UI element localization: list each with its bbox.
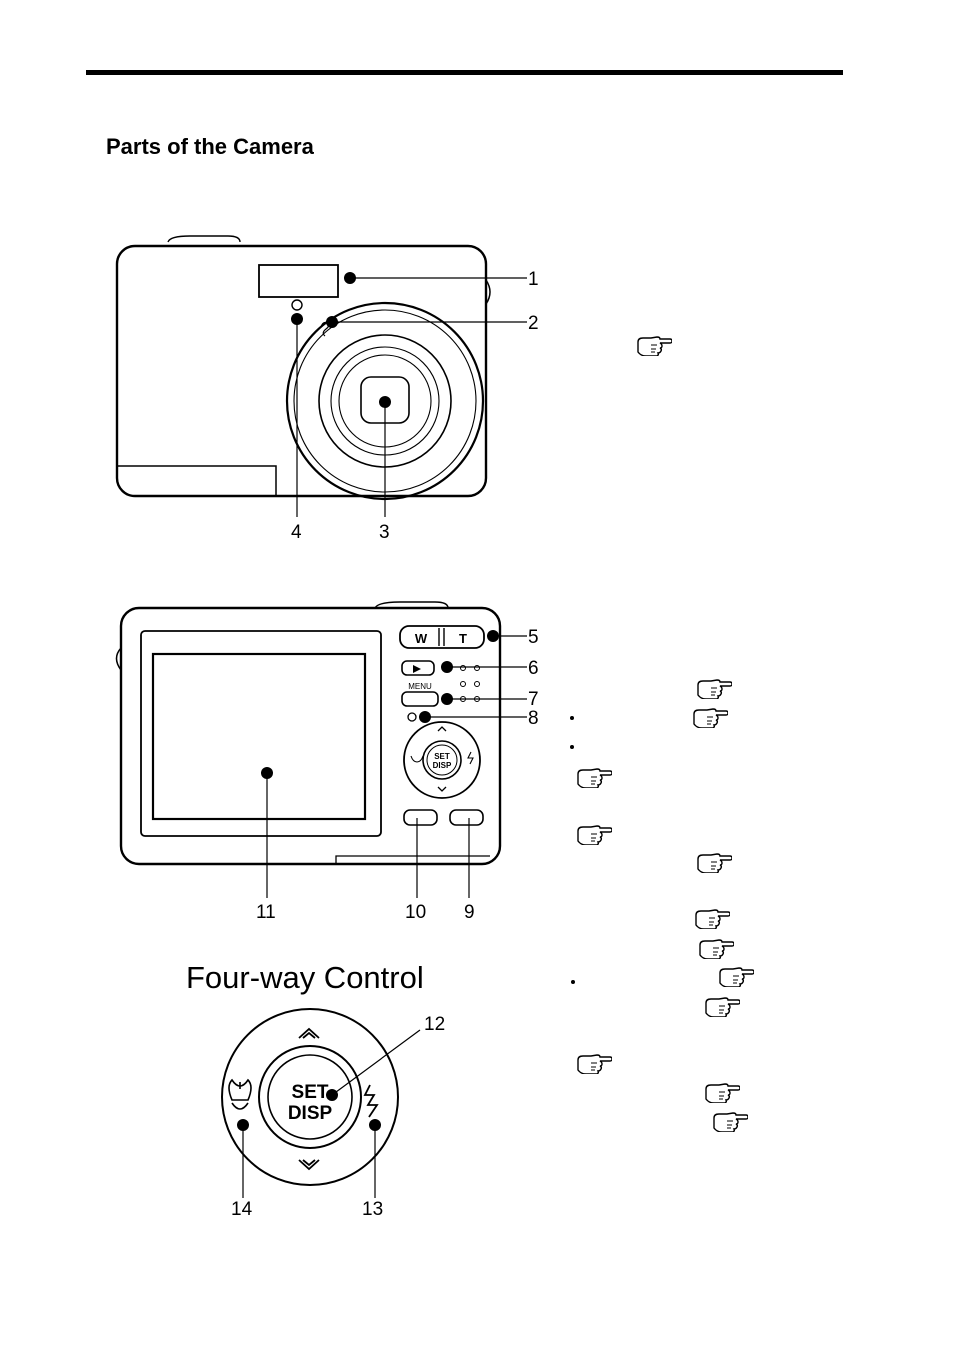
four-way-control-title: Four-way Control	[186, 960, 424, 995]
pointing-hand-icon	[695, 909, 730, 929]
menu-label: MENU	[408, 682, 432, 691]
pointing-hand-icon	[719, 967, 754, 987]
back-disp-label: DISP	[433, 761, 452, 770]
back-callout-8: 8	[528, 708, 539, 729]
chevron-down-icon	[298, 1159, 320, 1171]
back-callout-7: 7	[528, 689, 539, 710]
pointing-hand-icon	[577, 768, 612, 788]
back-callout-11: 11	[256, 902, 276, 923]
back-callout-10: 10	[405, 902, 426, 923]
front-callout-2: 2	[528, 313, 539, 334]
pointing-hand-icon	[697, 853, 732, 873]
chevron-up-icon	[298, 1027, 320, 1039]
zoom-wide-label: W	[415, 631, 428, 646]
list-bullet	[571, 980, 575, 984]
list-bullet	[570, 716, 574, 720]
front-callout-3: 3	[379, 522, 390, 543]
control-callout-13: 13	[362, 1199, 383, 1220]
pointing-hand-icon	[699, 939, 734, 959]
set-label: SET	[292, 1082, 329, 1103]
back-callout-9: 9	[464, 902, 475, 923]
pointing-hand-icon	[713, 1112, 748, 1132]
pointing-hand-icon	[697, 679, 732, 699]
control-callout-12: 12	[424, 1014, 445, 1035]
back-set-label: SET	[434, 752, 450, 761]
camera-back-diagram: W T MENU SET DISP 5 6 7 8 9 10 11	[115, 601, 539, 923]
four-way-control-diagram: SET DISP 12 13 14	[221, 1008, 445, 1220]
control-callout-14: 14	[231, 1199, 253, 1220]
flash-bolt-icon	[363, 1084, 379, 1118]
disp-label: DISP	[288, 1103, 333, 1124]
list-bullet	[570, 745, 574, 749]
front-callout-1: 1	[528, 269, 539, 290]
pointing-hand-icon	[693, 708, 728, 728]
camera-front-diagram: 1 2 3 4	[115, 235, 539, 543]
back-callout-5: 5	[528, 627, 539, 648]
header-rule	[86, 70, 843, 75]
pointing-hand-icon	[637, 336, 672, 356]
pointing-hand-icon	[577, 1054, 612, 1074]
pointing-hand-icon	[705, 997, 740, 1017]
pointing-hand-icon	[705, 1083, 740, 1103]
page-title: Parts of the Camera	[106, 134, 314, 159]
front-callout-4: 4	[291, 522, 302, 543]
back-callout-6: 6	[528, 658, 539, 679]
pointing-hand-icon	[577, 825, 612, 845]
zoom-tele-label: T	[459, 631, 467, 646]
macro-flower-icon	[228, 1078, 252, 1110]
